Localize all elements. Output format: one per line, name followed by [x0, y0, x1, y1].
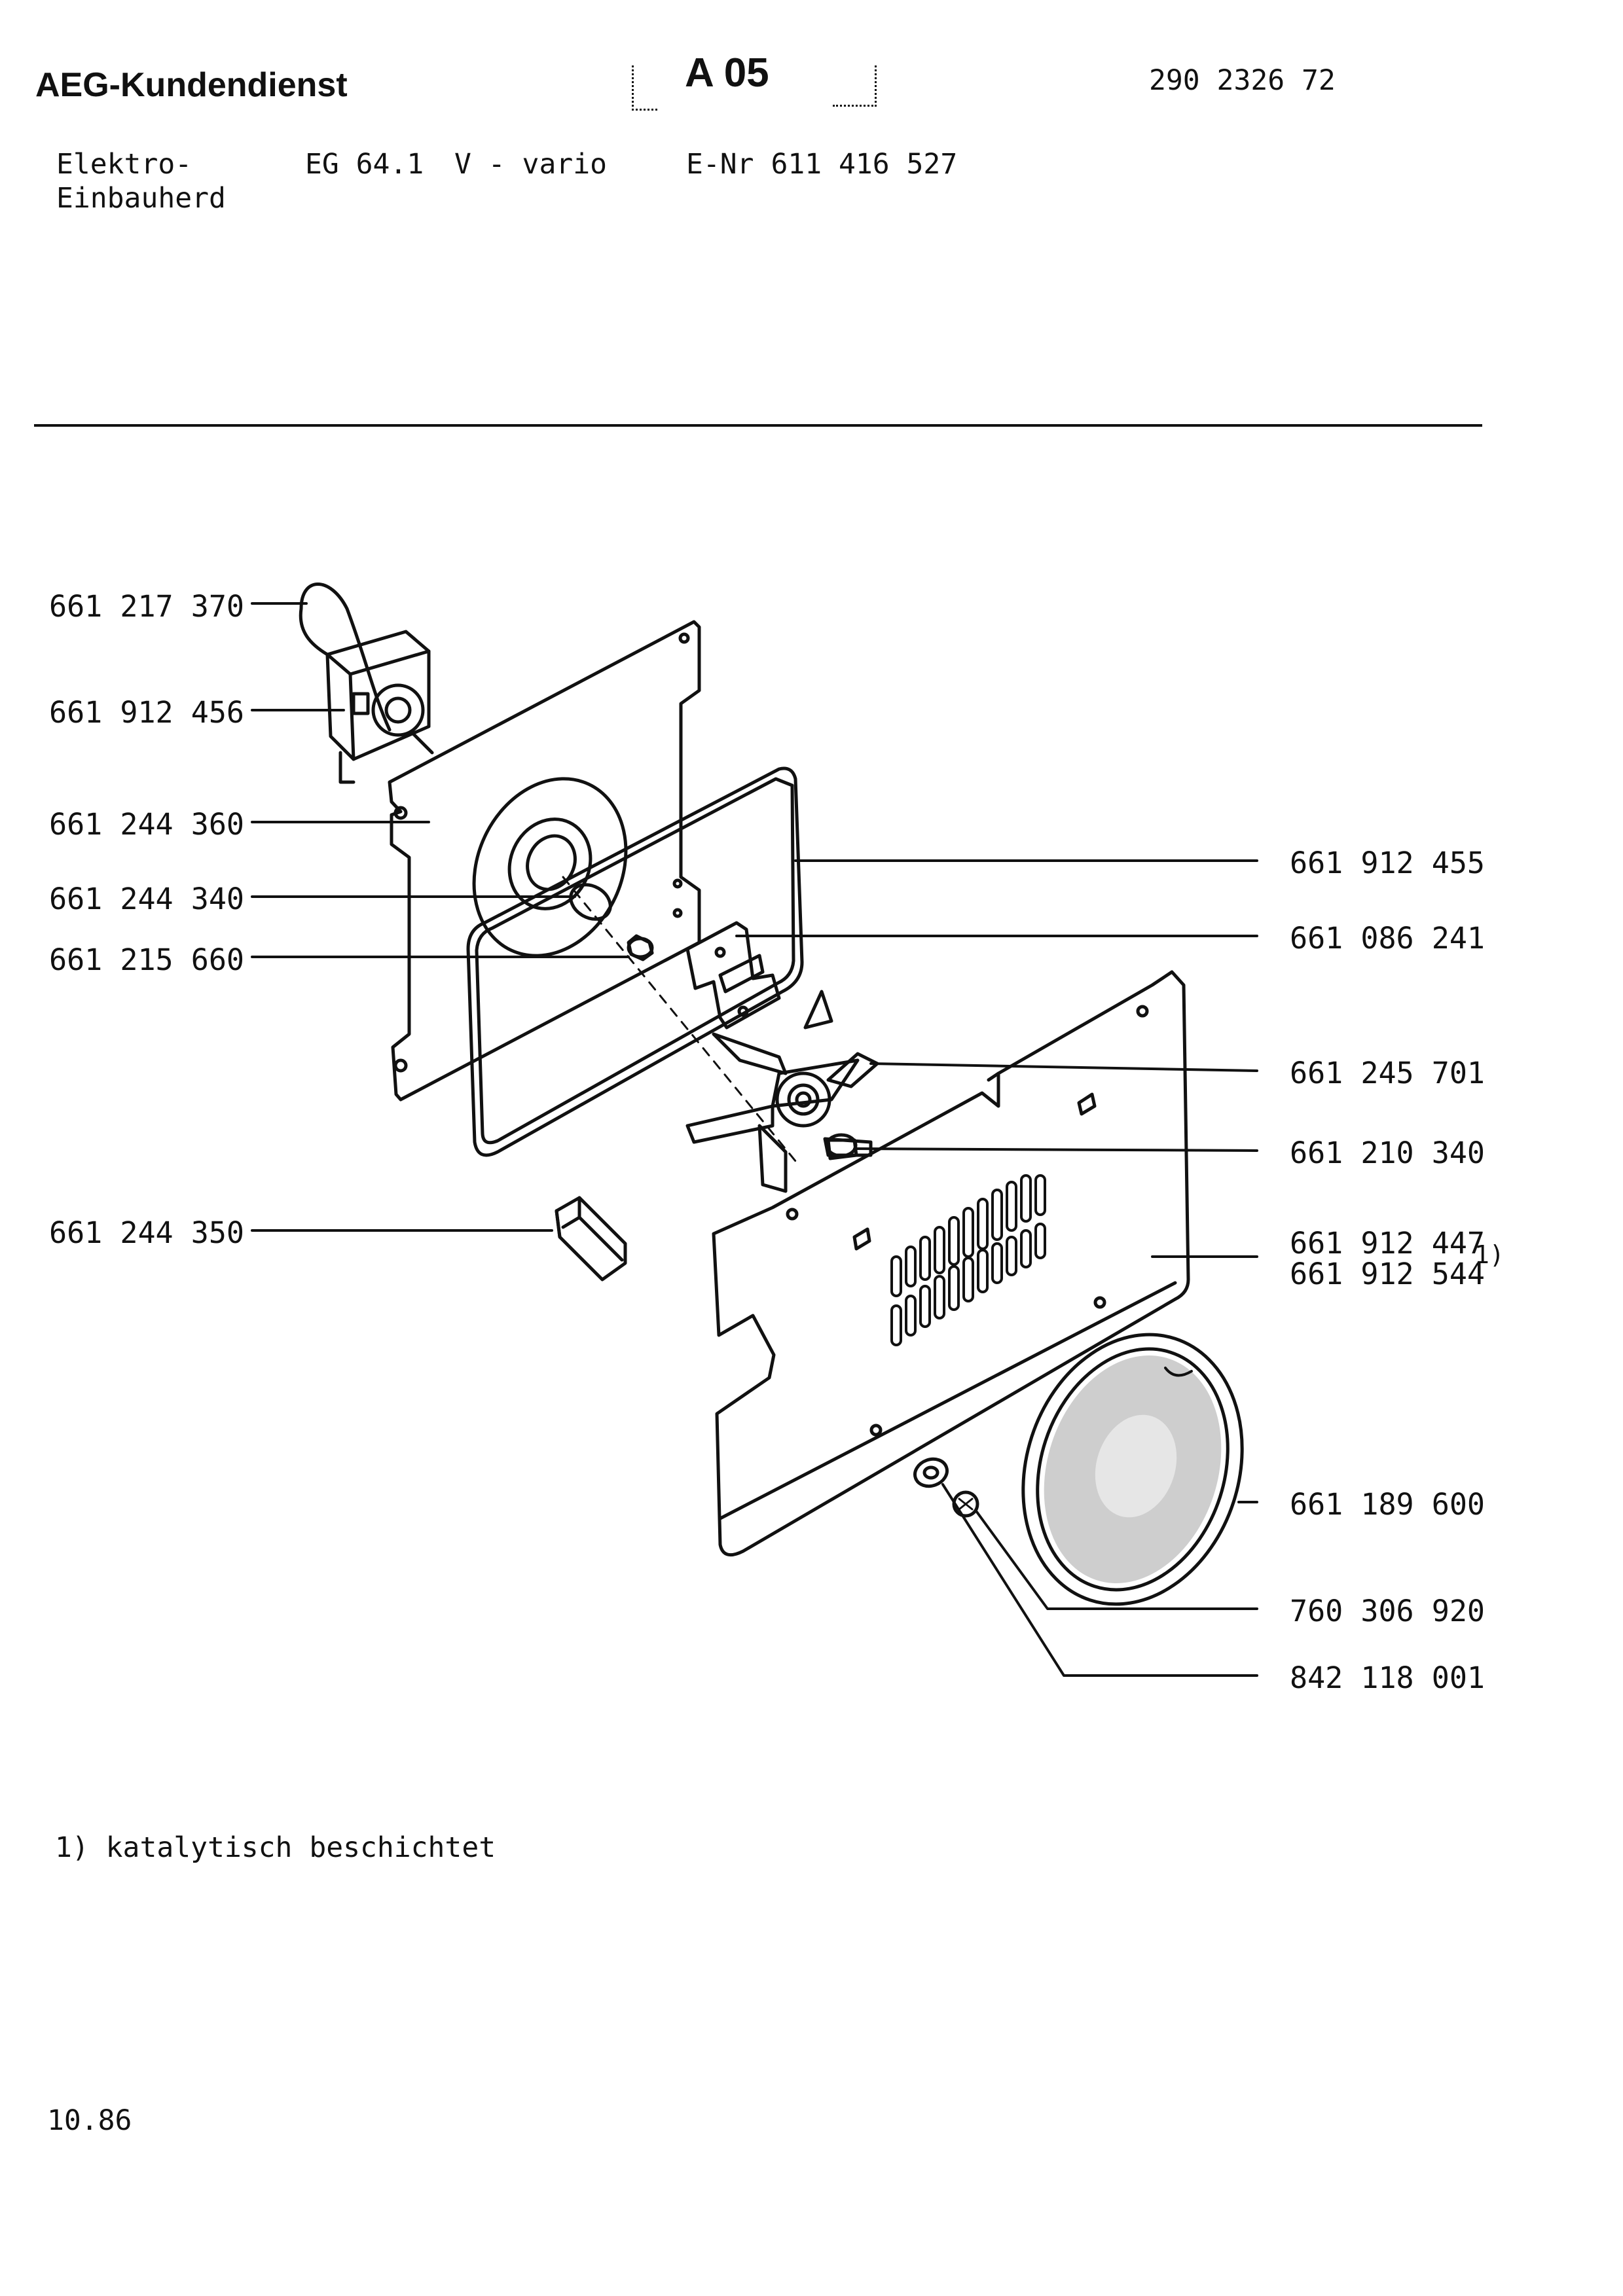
part-label-back-panel: 661 912 447 [1290, 1226, 1486, 1261]
part-label-mounting-plate: 661 244 360 [49, 807, 245, 842]
oven-back-panel [712, 970, 1190, 1557]
document-number: 290 2326 72 [1149, 64, 1336, 97]
support-block [555, 1196, 627, 1282]
part-label-fan-bracket: 661 086 241 [1290, 921, 1486, 956]
footnote: 1) katalytisch beschichtet [55, 1831, 496, 1864]
nut [627, 934, 654, 961]
bearing-ring [472, 777, 628, 958]
spacer-washer [913, 1457, 949, 1488]
brand-title: AEG-Kundendienst [35, 66, 348, 104]
leader-lines-right [735, 859, 1258, 1677]
part-label-light-filter: 661 189 600 [1290, 1487, 1486, 1522]
leader-lines-left [251, 602, 630, 1232]
cap-nut [825, 1133, 858, 1160]
mounting-plate [388, 620, 701, 1102]
product-type-line2: Einbauherd [56, 182, 226, 215]
section-code: A 05 [685, 50, 769, 96]
part-label-cable: 661 217 370 [49, 589, 245, 624]
fan-wheel [685, 990, 879, 1193]
e-number: E-Nr 611 416 527 [686, 148, 958, 181]
model-number: EG 64.1 [305, 148, 424, 181]
part-label-gasket-frame: 661 912 455 [1290, 846, 1486, 880]
model-variant: V - vario [454, 148, 607, 181]
section-bracket-left [632, 65, 657, 111]
part-label-cap-nut: 661 210 340 [1290, 1136, 1486, 1170]
assembly-axis [562, 876, 800, 1166]
fan-bracket [685, 921, 781, 1030]
part-label-fan-motor: 661 912 456 [49, 695, 245, 730]
product-type-line1: Elektro- [56, 148, 192, 181]
motor-cable [299, 583, 392, 732]
header-divider [34, 424, 1482, 427]
part-label-nut: 661 215 660 [49, 942, 245, 977]
screw [952, 1490, 979, 1518]
light-filter-cover [1021, 1333, 1244, 1606]
part-label-back-panel-catalytic: 661 912 544 [1290, 1257, 1486, 1291]
part-label-washer: 661 244 340 [49, 882, 245, 916]
footnote-marker: 1) [1474, 1240, 1504, 1269]
part-label-fan-wheel: 661 245 701 [1290, 1056, 1486, 1090]
fan-motor [325, 630, 434, 784]
section-bracket-right [833, 65, 877, 107]
document-date: 10.86 [47, 2104, 132, 2137]
gasket-frame [466, 766, 804, 1157]
part-label-spacer-washer: 760 306 920 [1290, 1594, 1486, 1628]
washer [569, 883, 612, 921]
part-label-screw: 842 118 001 [1290, 1660, 1486, 1695]
vent-slots [890, 1174, 1046, 1346]
part-label-support-block: 661 244 350 [49, 1215, 245, 1250]
